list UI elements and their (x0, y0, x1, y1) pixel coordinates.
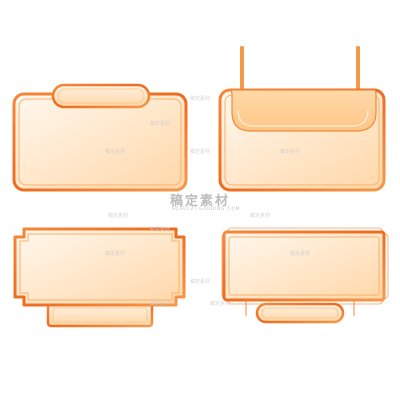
frame-3-inner-border (19, 233, 180, 301)
frame-2-hanger-right (356, 46, 360, 92)
frame-3-body (13, 227, 186, 307)
frame-4-pill-connectors (245, 300, 355, 316)
frame-hanging-sign (218, 46, 386, 192)
frame-1-top-pill-inner (57, 88, 145, 104)
frame-4-bottom-pill-inner (261, 307, 339, 319)
frame-1-top-pill (51, 83, 151, 109)
frame-1-body (12, 92, 188, 192)
frame-notched-with-bottom-tab (13, 227, 186, 328)
frame-4-body (222, 230, 386, 302)
frame-2-banner-highlight (237, 109, 369, 127)
frame-rounded-with-top-pill (12, 83, 188, 192)
frame-2-top-banner (228, 89, 377, 132)
frame-4-inner-border (228, 236, 380, 296)
frame-4-bottom-pill (255, 302, 345, 324)
frame-2-hanger-left (240, 46, 244, 92)
frame-4-outer-thin-line (221, 227, 389, 305)
frame-3-bottom-tab (46, 302, 154, 328)
frame-3-bottom-tab-inner (52, 307, 148, 323)
frame-chamfered-with-bottom-pill (221, 227, 389, 324)
